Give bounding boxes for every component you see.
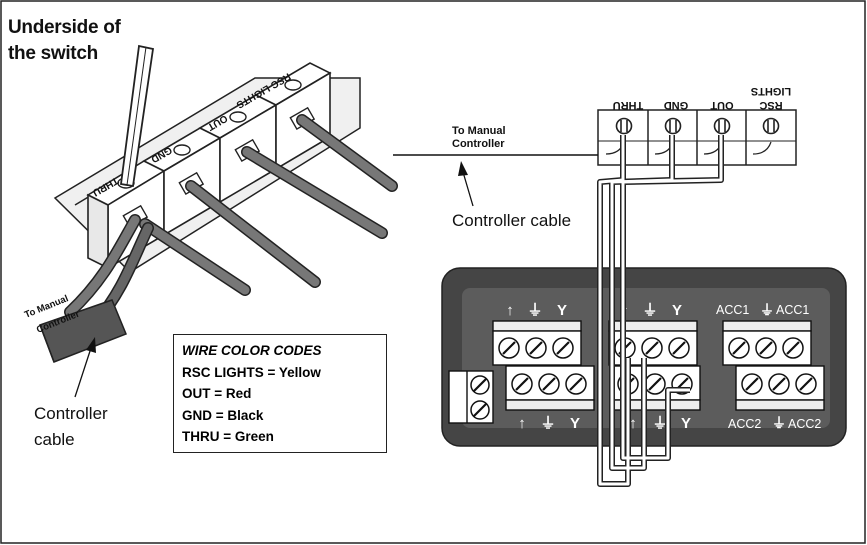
acc1-label: ACC1 (716, 303, 749, 317)
antenna-icon: Y (570, 415, 580, 432)
left-callout-arrow (74, 337, 96, 398)
ground-icon: ⏚ (540, 415, 555, 432)
connection-wires (597, 135, 724, 487)
figure-title-line-1: Underside of (8, 17, 121, 38)
ground-icon: ⏚ (527, 302, 542, 319)
screw-icon (664, 117, 682, 135)
screw-icon (284, 79, 302, 91)
controller-cable-label: Controller cable (452, 211, 572, 230)
legend-row-out: OUT = Red (182, 386, 252, 401)
legend-row-gnd: GND = Black (182, 407, 264, 423)
screw-icon (762, 117, 780, 135)
ground-icon: ⏚ (772, 415, 786, 431)
ground-icon: ⏚ (652, 415, 667, 432)
ground-icon: ⏚ (760, 302, 774, 318)
switch-underside: THRU GND OUT RSC LIGHTS (53, 44, 361, 273)
right-callout-arrow (458, 161, 474, 207)
antenna-icon: Y (681, 415, 691, 432)
antenna-icon: Y (557, 302, 567, 319)
figure-title-line-2: the switch (8, 43, 98, 64)
terminal-label-gnd: GND (664, 99, 689, 111)
screw-icon (173, 144, 191, 156)
terminal-side (87, 193, 109, 270)
manual-controller-line-1: To Manual (452, 125, 506, 137)
manual-controller-line-2: Controller (452, 138, 505, 150)
antenna-icon: Y (672, 302, 682, 319)
up-arrow-icon: ↑ (518, 415, 526, 432)
acc2-label: ACC2 (728, 417, 761, 431)
terminal-label-rsc: RSC (759, 99, 782, 111)
ground-icon: ⏚ (642, 302, 657, 319)
acc2-label: ACC2 (788, 417, 821, 431)
terminal-label-thru: THRU (613, 99, 644, 111)
wire-color-legend: WIRE COLOR CODES RSC LIGHTS = Yellow OUT… (173, 334, 387, 453)
acc1-label: ACC1 (776, 303, 809, 317)
switch-wires (64, 114, 398, 328)
legend-row-thru: THRU = Green (182, 429, 274, 444)
screw-icon (713, 117, 731, 135)
terminal-label-out: OUT (710, 99, 734, 111)
screwdriver (119, 44, 155, 188)
terminal-strip: THRU GND OUT RSC LIGHTS (597, 85, 797, 166)
legend-title: WIRE COLOR CODES (182, 343, 322, 358)
controller-cable-label-left-line-1: Controller (34, 404, 108, 423)
screw-icon (229, 111, 247, 123)
legend-row-rsc-lights: RSC LIGHTS = Yellow (182, 364, 321, 380)
screw-icon (615, 117, 633, 135)
terminal-label-lights: LIGHTS (751, 85, 791, 97)
up-arrow-icon: ↑ (629, 415, 637, 432)
controller-cable-label-left-line-2: cable (34, 430, 75, 449)
up-arrow-icon: ↑ (506, 302, 514, 319)
